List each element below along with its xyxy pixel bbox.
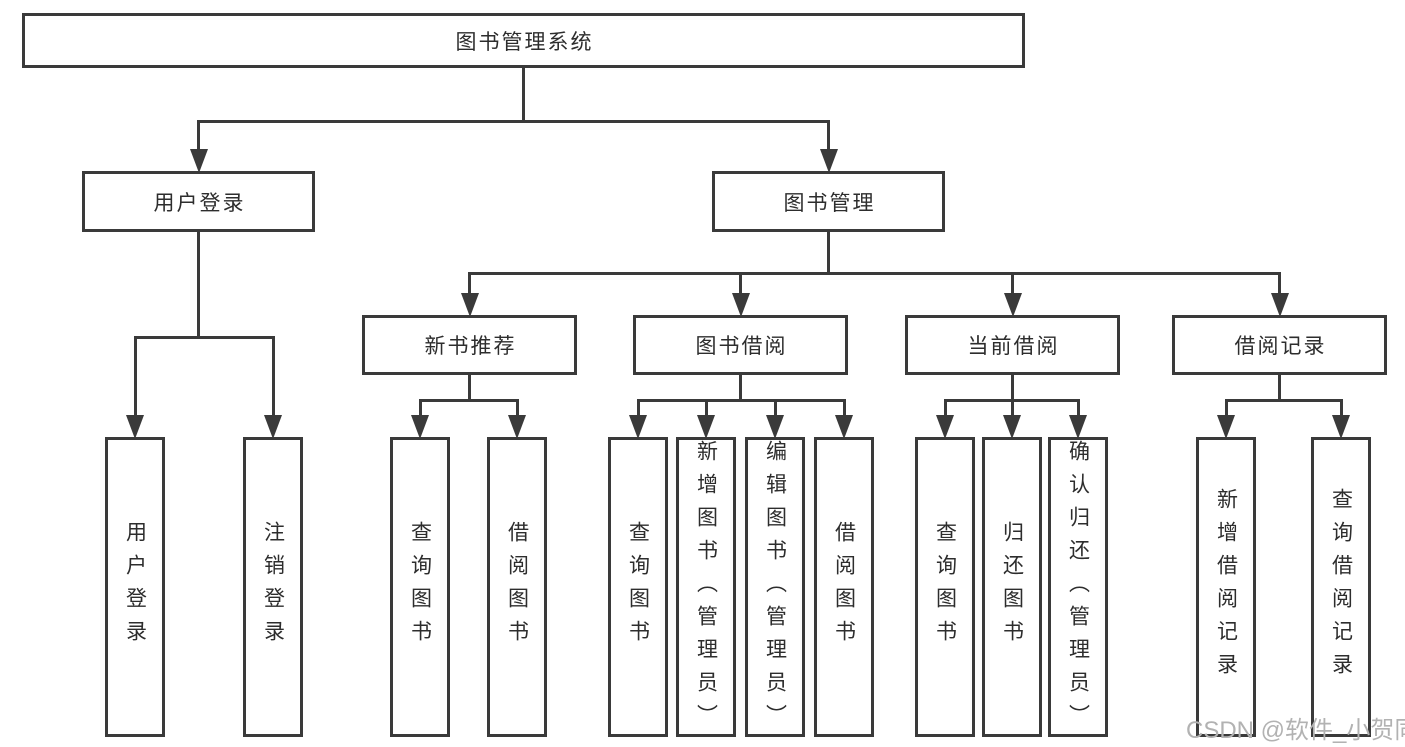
node-user-login-leaf: 用户登录	[105, 437, 165, 737]
arrow-down-icon	[835, 415, 853, 439]
node-system: 图书管理系统	[22, 13, 1025, 68]
arrow-down-icon	[1003, 415, 1021, 439]
connector-line	[704, 399, 708, 417]
node-br-query-record: 查询借阅记录	[1311, 437, 1371, 737]
node-label-book-mgmt: 图书管理	[783, 191, 876, 215]
node-label-logout-leaf: 注销登录	[261, 521, 285, 653]
arrow-down-icon	[411, 415, 429, 439]
connector-line	[133, 336, 275, 339]
node-label-nbr-borrow-book: 借阅图书	[505, 521, 529, 653]
node-label-cb-confirm-return: 确认归还（管理员）	[1066, 440, 1090, 737]
arrow-down-icon	[264, 415, 282, 439]
node-cb-return-book: 归还图书	[982, 437, 1042, 737]
connector-line	[515, 399, 519, 417]
node-br-add-record: 新增借阅记录	[1196, 437, 1256, 737]
node-cb-query-book: 查询图书	[915, 437, 975, 737]
arrow-down-icon	[460, 293, 479, 317]
csdn-watermark: CSDN @软件_小贺同学	[1186, 717, 1405, 744]
connector-line	[827, 120, 830, 151]
connector-line	[468, 272, 1281, 275]
connector-line	[842, 399, 846, 417]
node-bb-edit-book: 编辑图书（管理员）	[745, 437, 805, 737]
arrow-down-icon	[1270, 293, 1289, 317]
node-label-system: 图书管理系统	[455, 30, 594, 54]
connector-line	[773, 399, 777, 417]
arrow-down-icon	[1217, 415, 1235, 439]
node-current-borrow: 当前借阅	[905, 315, 1120, 375]
node-label-cb-return-book: 归还图书	[1000, 521, 1024, 653]
connector-line	[636, 399, 640, 417]
node-nbr-query-book: 查询图书	[390, 437, 450, 737]
node-logout-leaf: 注销登录	[243, 437, 303, 737]
node-label-bb-query-book: 查询图书	[626, 521, 650, 653]
node-label-borrow-records: 借阅记录	[1234, 335, 1327, 358]
connector-line	[1076, 399, 1080, 417]
arrow-down-icon	[697, 415, 715, 439]
connector-line	[1278, 373, 1281, 402]
arrow-down-icon	[629, 415, 647, 439]
arrow-down-icon	[1003, 293, 1022, 317]
connector-line	[1010, 399, 1014, 417]
connector-line	[1278, 272, 1281, 295]
connector-line	[1224, 399, 1343, 402]
node-bb-query-book: 查询图书	[608, 437, 668, 737]
node-borrow-records: 借阅记录	[1172, 315, 1387, 375]
node-label-book-borrow: 图书借阅	[695, 335, 788, 358]
connector-line	[739, 272, 742, 295]
connector-line	[418, 399, 422, 417]
arrow-down-icon	[189, 149, 208, 173]
node-label-nbr-query-book: 查询图书	[408, 521, 432, 653]
arrow-down-icon	[1069, 415, 1087, 439]
connector-line	[1339, 399, 1343, 417]
node-label-user-login: 用户登录	[153, 191, 246, 215]
connector-line	[197, 120, 200, 151]
node-book-borrow: 图书借阅	[633, 315, 848, 375]
connector-line	[271, 336, 275, 417]
node-nbr-borrow-book: 借阅图书	[487, 437, 547, 737]
connector-line	[468, 373, 471, 402]
arrow-down-icon	[766, 415, 784, 439]
node-bb-add-book: 新增图书（管理员）	[676, 437, 736, 737]
connector-line	[827, 230, 830, 275]
connector-line	[636, 399, 846, 402]
arrow-down-icon	[819, 149, 838, 173]
node-label-new-book-rec: 新书推荐	[424, 335, 517, 358]
connector-line	[418, 399, 519, 402]
arrow-down-icon	[126, 415, 144, 439]
node-label-current-borrow: 当前借阅	[967, 335, 1060, 358]
node-label-br-add-record: 新增借阅记录	[1214, 488, 1238, 686]
node-new-book-rec: 新书推荐	[362, 315, 577, 375]
node-label-user-login-leaf: 用户登录	[123, 521, 147, 653]
node-label-bb-edit-book: 编辑图书（管理员）	[763, 440, 787, 737]
arrow-down-icon	[731, 293, 750, 317]
connector-line	[133, 336, 137, 417]
node-book-mgmt: 图书管理	[712, 171, 945, 232]
node-label-bb-add-book: 新增图书（管理员）	[694, 440, 718, 737]
connector-line	[197, 230, 200, 339]
connector-line	[1224, 399, 1228, 417]
arrow-down-icon	[936, 415, 954, 439]
node-cb-confirm-return: 确认归还（管理员）	[1048, 437, 1108, 737]
node-bb-borrow-book: 借阅图书	[814, 437, 874, 737]
node-label-br-query-record: 查询借阅记录	[1329, 488, 1353, 686]
connector-line	[943, 399, 947, 417]
connector-line	[1011, 272, 1014, 295]
connector-line	[1011, 373, 1014, 402]
connector-line	[197, 120, 830, 123]
node-label-cb-query-book: 查询图书	[933, 521, 957, 653]
arrow-down-icon	[1332, 415, 1350, 439]
connector-line	[468, 272, 471, 295]
arrow-down-icon	[508, 415, 526, 439]
node-user-login: 用户登录	[82, 171, 315, 232]
node-label-bb-borrow-book: 借阅图书	[832, 521, 856, 653]
connector-line	[739, 373, 742, 402]
connector-line	[522, 66, 525, 123]
